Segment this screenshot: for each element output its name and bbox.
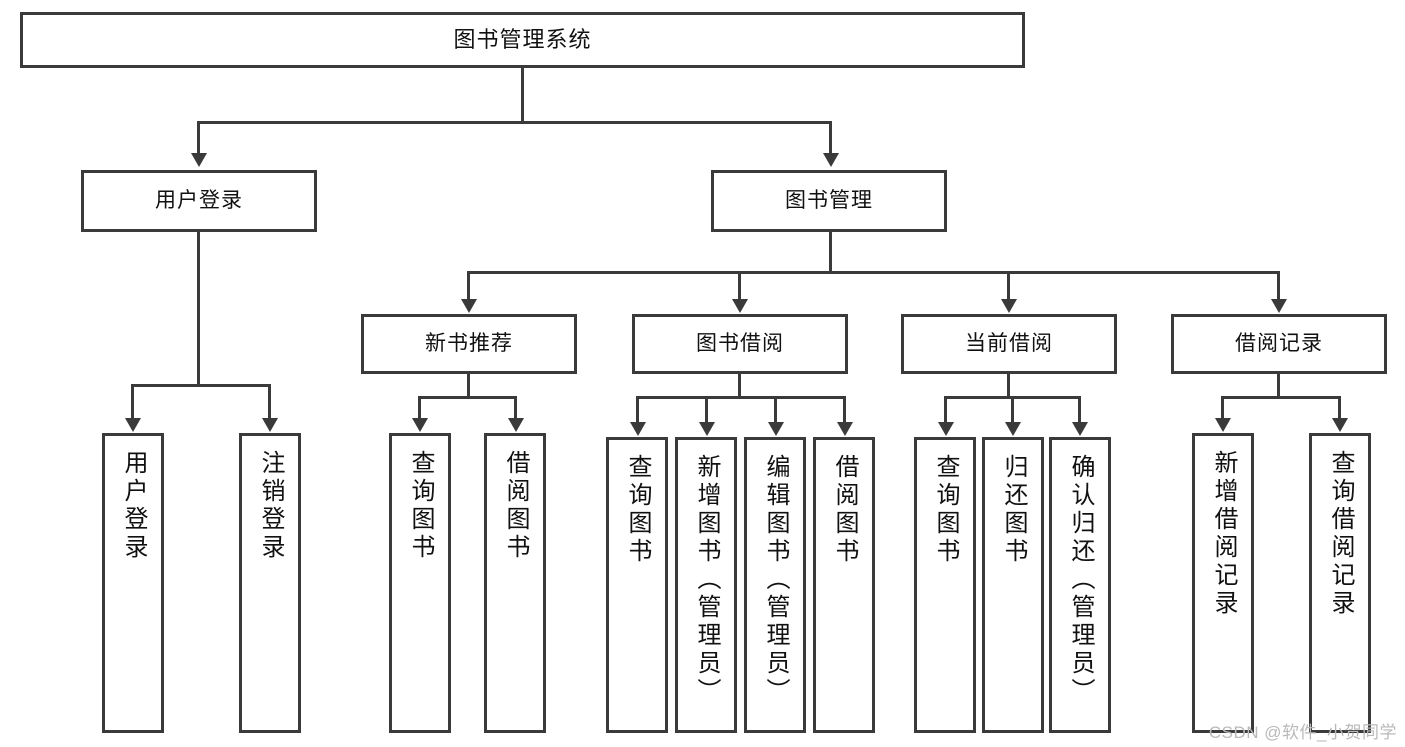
node-leaf-query-book-1[interactable]: 查询图书 (389, 433, 451, 733)
connector-cb-to-query (944, 396, 947, 422)
arrow-to-leaf-add-book (699, 422, 715, 436)
arrow-to-leaf-confirm-return (1072, 422, 1088, 436)
leaf-label: 归还图书 (1000, 454, 1027, 566)
node-leaf-return-book[interactable]: 归还图书 (982, 437, 1044, 733)
connector-bb-to-borrow (843, 396, 846, 422)
node-leaf-borrow-book-1[interactable]: 借阅图书 (484, 433, 546, 733)
connector-root-bus (197, 121, 832, 124)
arrow-to-leaf-add-record (1215, 418, 1231, 432)
connector-root-to-user-login (197, 121, 200, 153)
node-leaf-query-book-2[interactable]: 查询图书 (606, 437, 668, 733)
connector-bb-to-edit (774, 396, 777, 422)
connector-user-login-to-leaf1 (131, 384, 134, 418)
connector-book-management-stem (829, 232, 832, 271)
connector-borrow-record-bus (1221, 396, 1341, 399)
arrow-to-leaf-borrow-book-2 (837, 422, 853, 436)
arrow-to-leaf-edit-book (768, 422, 784, 436)
leaf-label: 查询图书 (932, 454, 959, 566)
arrow-to-new-book-recommend (461, 299, 477, 313)
arrow-to-current-borrow (1001, 299, 1017, 313)
node-root-system[interactable]: 图书管理系统 (20, 12, 1025, 68)
leaf-label: 查询借阅记录 (1327, 450, 1354, 618)
node-new-book-recommend[interactable]: 新书推荐 (361, 314, 577, 374)
leaf-label: 借阅图书 (831, 454, 858, 566)
node-leaf-add-book[interactable]: 新增图书（管理员） (675, 437, 737, 733)
arrow-to-leaf-query-record (1332, 418, 1348, 432)
arrow-to-user-login (191, 153, 207, 167)
connector-book-management-bus (467, 271, 1280, 274)
leaf-label: 查询图书 (407, 450, 434, 562)
arrow-to-leaf-query-book-3 (938, 422, 954, 436)
connector-new-book-bus (418, 396, 517, 399)
connector-user-login-stem (197, 232, 200, 384)
connector-new-book-stem (467, 374, 470, 396)
arrow-to-book-management (823, 153, 839, 167)
arrow-to-book-borrow (732, 299, 748, 313)
node-borrow-record[interactable]: 借阅记录 (1171, 314, 1387, 374)
node-leaf-confirm-return[interactable]: 确认归还（管理员） (1049, 437, 1111, 733)
connector-current-borrow-stem (1007, 374, 1010, 396)
leaf-label: 新增图书（管理员） (693, 454, 720, 706)
connector-br-to-query (1338, 396, 1341, 418)
leaf-label: 用户登录 (120, 450, 147, 562)
connector-root-to-book-management (829, 121, 832, 153)
node-leaf-query-book-3[interactable]: 查询图书 (914, 437, 976, 733)
connector-bm-to-borrow-record (1277, 271, 1280, 299)
leaf-label: 新增借阅记录 (1210, 450, 1237, 618)
arrow-to-leaf-return-book (1005, 422, 1021, 436)
leaf-label: 编辑图书（管理员） (762, 454, 789, 706)
connector-bm-to-new-book (467, 271, 470, 299)
leaf-label: 借阅图书 (502, 450, 529, 562)
node-leaf-user-login[interactable]: 用户登录 (102, 433, 164, 733)
connector-book-borrow-stem (738, 374, 741, 396)
leaf-label: 注销登录 (257, 450, 284, 562)
connector-bb-to-query (636, 396, 639, 422)
node-book-borrow[interactable]: 图书借阅 (632, 314, 848, 374)
node-leaf-edit-book[interactable]: 编辑图书（管理员） (744, 437, 806, 733)
connector-user-login-to-leaf2 (268, 384, 271, 418)
node-user-login[interactable]: 用户登录 (81, 170, 317, 232)
connector-br-to-add (1221, 396, 1224, 418)
connector-bm-to-current-borrow (1007, 271, 1010, 299)
connector-user-login-bus (131, 384, 271, 387)
node-current-borrow[interactable]: 当前借阅 (901, 314, 1117, 374)
arrow-to-leaf-logout-login (262, 418, 278, 432)
connector-borrow-record-stem (1277, 374, 1280, 396)
arrow-to-leaf-query-book-1 (412, 418, 428, 432)
node-leaf-borrow-book-2[interactable]: 借阅图书 (813, 437, 875, 733)
leaf-label: 查询图书 (624, 454, 651, 566)
connector-book-borrow-bus (636, 396, 843, 399)
csdn-watermark: CSDN @软件_小贺同学 (1208, 723, 1397, 742)
connector-bb-to-add (705, 396, 708, 422)
arrow-to-leaf-user-login (125, 418, 141, 432)
node-leaf-logout-login[interactable]: 注销登录 (239, 433, 301, 733)
arrow-to-leaf-query-book-2 (630, 422, 646, 436)
node-leaf-add-record[interactable]: 新增借阅记录 (1192, 433, 1254, 733)
connector-nb-to-query (418, 396, 421, 418)
arrow-to-borrow-record (1271, 299, 1287, 313)
node-book-management[interactable]: 图书管理 (711, 170, 947, 232)
connector-root-stem (521, 68, 524, 121)
connector-nb-to-borrow (514, 396, 517, 418)
node-leaf-query-record[interactable]: 查询借阅记录 (1309, 433, 1371, 733)
connector-cb-to-return (1011, 396, 1014, 422)
arrow-to-leaf-borrow-book-1 (508, 418, 524, 432)
leaf-label: 确认归还（管理员） (1067, 454, 1094, 706)
connector-bm-to-book-borrow (738, 271, 741, 299)
connector-cb-to-confirm (1078, 396, 1081, 422)
